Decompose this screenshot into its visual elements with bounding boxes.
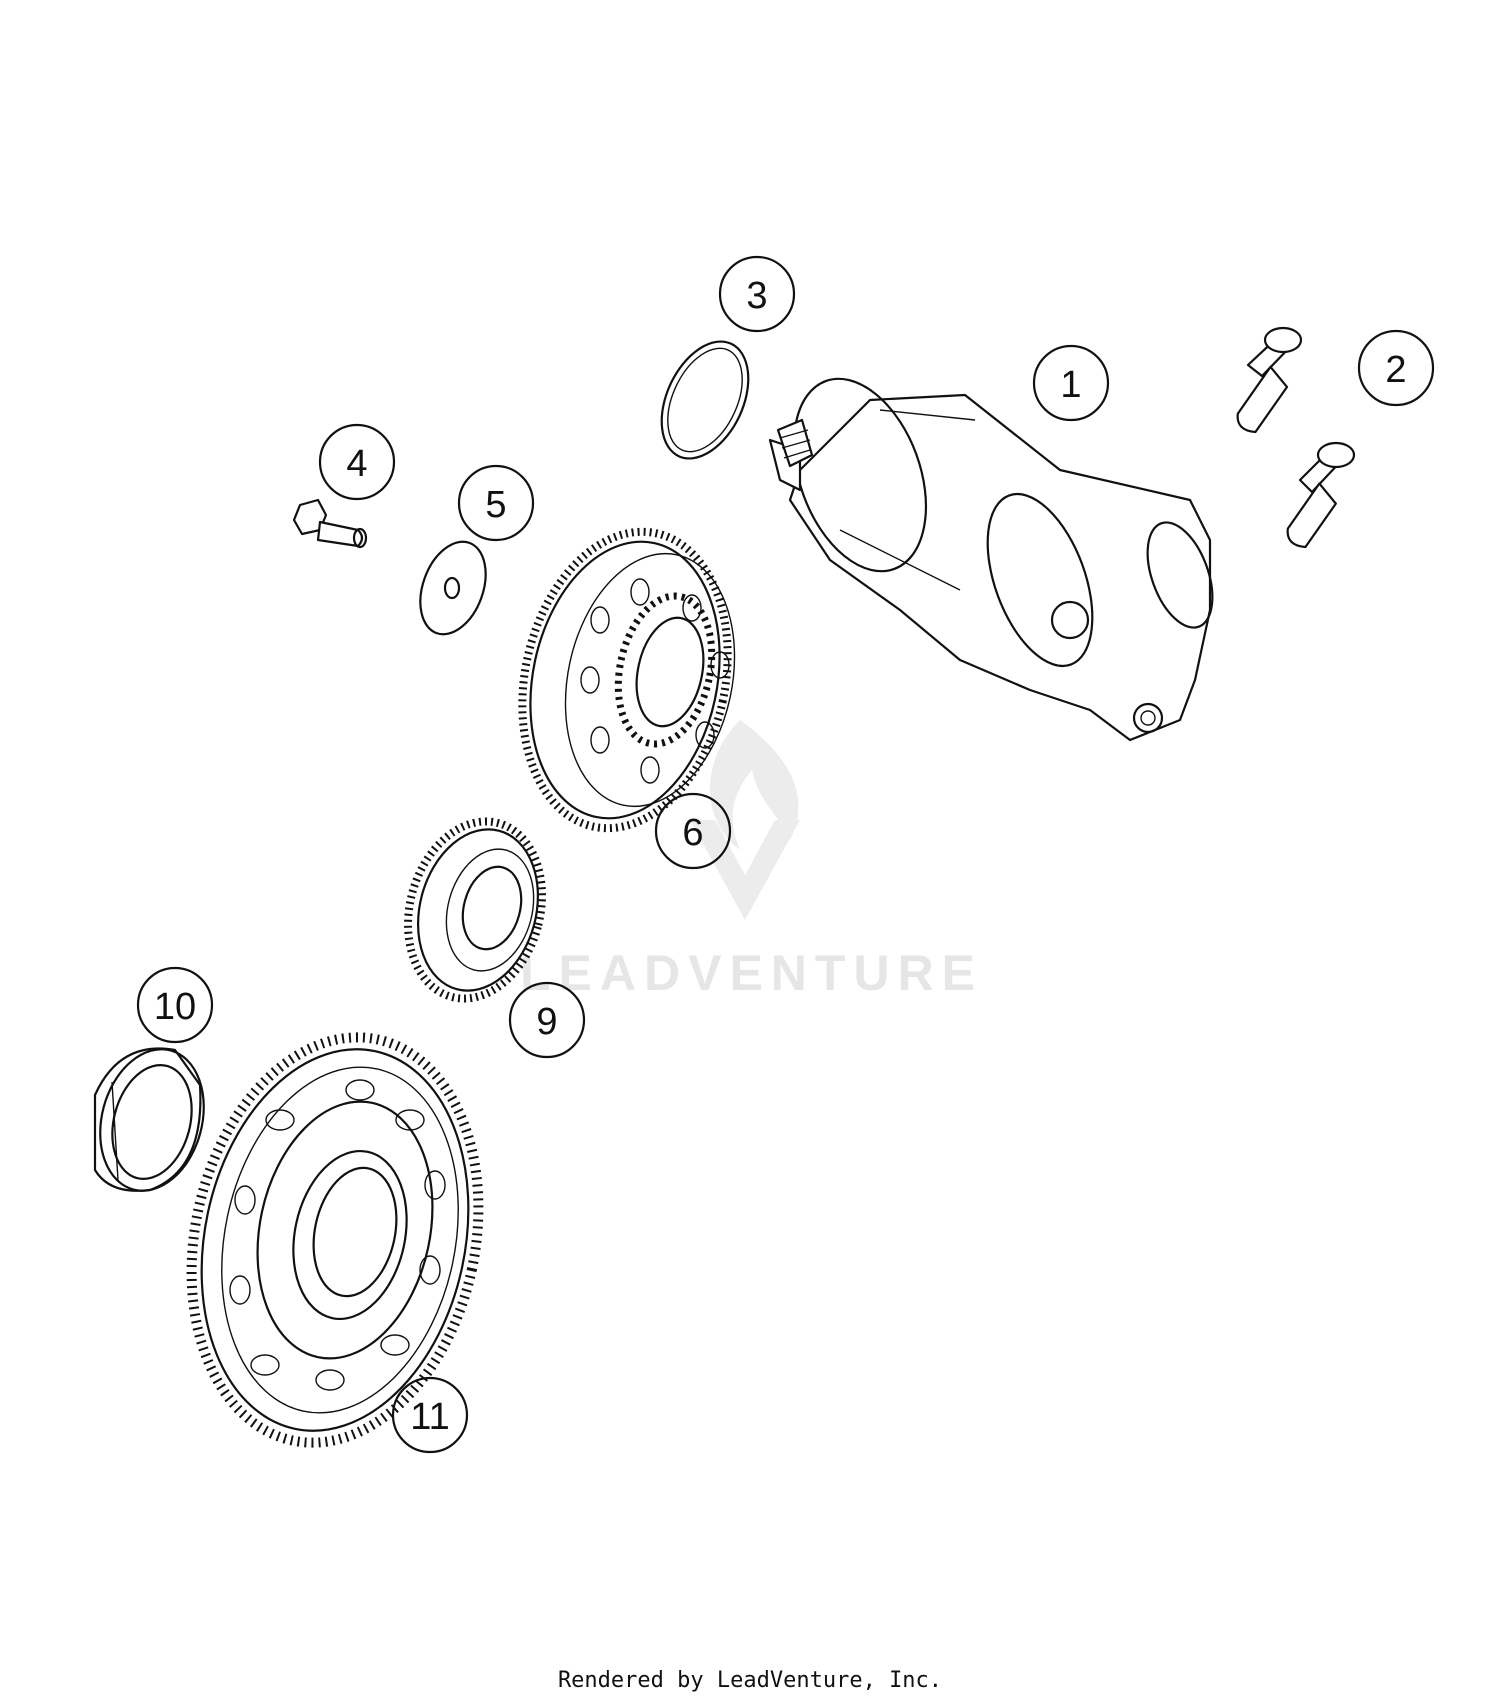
part-ring-gear[interactable] (155, 1010, 514, 1469)
part-washer[interactable] (408, 533, 497, 644)
callout-5: 5 (457, 464, 535, 542)
callout-label: 3 (746, 275, 767, 317)
callout-label: 9 (536, 1001, 557, 1043)
callout-label: 4 (346, 443, 367, 485)
watermark-text: LEADVENTURE (520, 945, 983, 1001)
part-starter-motor[interactable] (768, 361, 1225, 742)
callout-3: 3 (718, 255, 796, 333)
part-o-ring[interactable] (644, 328, 765, 473)
callout-4: 4 (318, 423, 396, 501)
callout-2: 2 (1357, 329, 1435, 407)
part-bolts[interactable] (1233, 326, 1356, 550)
leadventure-watermark: LEADVENTURE (520, 720, 983, 1001)
callout-9: 9 (508, 981, 586, 1059)
callout-label: 10 (154, 986, 196, 1028)
callout-11: 11 (391, 1376, 469, 1454)
part-small-bolt[interactable] (292, 498, 368, 549)
callout-label: 11 (410, 1396, 449, 1438)
part-intermediate-gear[interactable] (496, 512, 757, 847)
part-bearing[interactable] (85, 1038, 219, 1203)
callout-label: 5 (485, 484, 506, 526)
callout-label: 1 (1060, 364, 1081, 406)
part-small-gear[interactable] (389, 806, 561, 1014)
callout-10: 10 (136, 966, 214, 1044)
callout-label: 2 (1385, 349, 1406, 391)
callout-6: 6 (654, 792, 732, 870)
footer-credit: Rendered by LeadVenture, Inc. (557, 1668, 943, 1693)
callout-1: 1 (1032, 344, 1110, 422)
callout-label: 6 (682, 812, 703, 854)
